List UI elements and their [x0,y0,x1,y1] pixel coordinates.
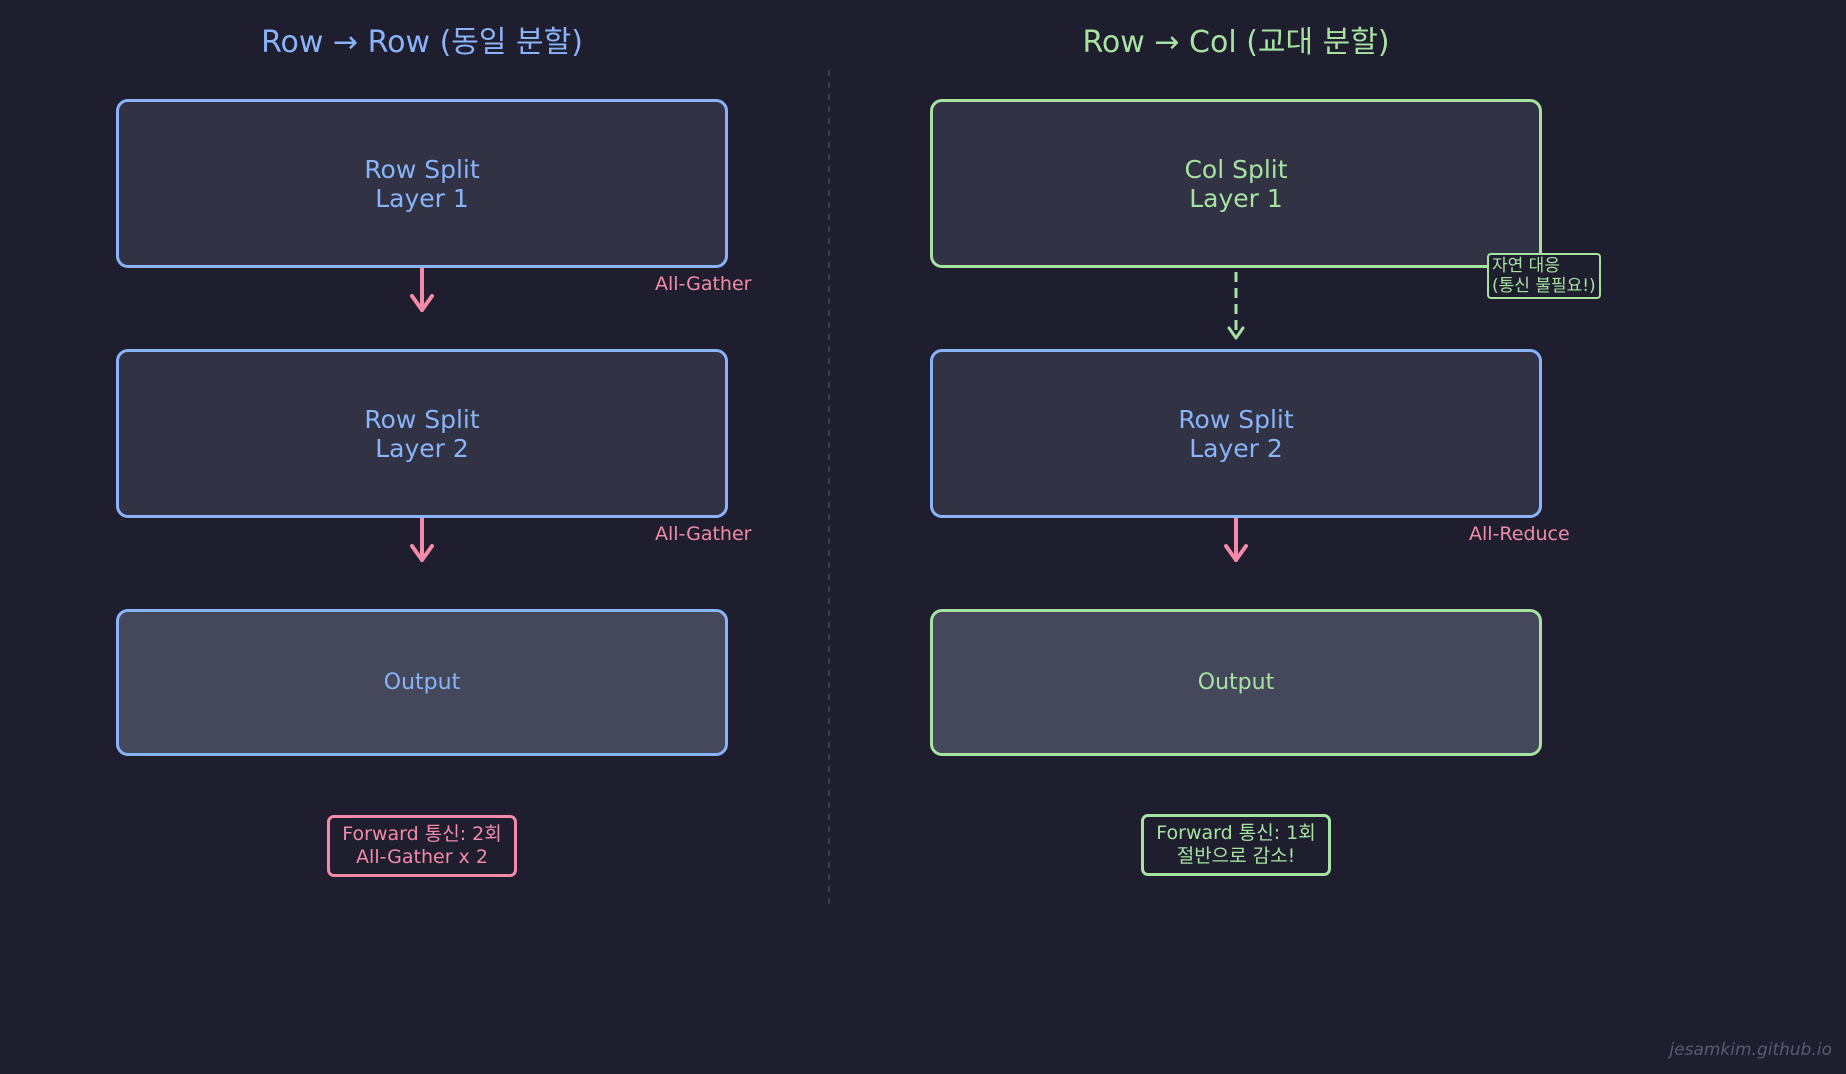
right-layer-1-line1: Col Split [1184,154,1288,184]
right-layer-2-line2: Layer 2 [1189,433,1283,463]
right-summary-line2: 절반으로 감소! [1176,845,1296,867]
right-arrow-1-head [1227,326,1245,340]
right-panel-title: Row → Col (교대 분할) [1082,25,1390,60]
right-layer-2-box: Row Split Layer 2 [930,349,1542,518]
left-summary-note: Forward 통신: 2회 All-Gather x 2 [327,815,517,877]
right-layer-1-box: Col Split Layer 1 [930,99,1542,268]
right-callout: 자연 대응 (통신 불필요!) [1487,253,1601,299]
left-comm-label-1: All-Gather [655,273,752,295]
left-output-label: Output [383,670,461,695]
left-arrow-2-head [410,544,434,562]
left-arrow-1-head [410,294,434,312]
right-summary-note: Forward 통신: 1회 절반으로 감소! [1141,814,1331,876]
right-callout-line2: (통신 불필요!) [1492,276,1596,296]
right-output-box: Output [930,609,1542,756]
right-layer-1-line2: Layer 1 [1189,183,1283,213]
left-panel-title: Row → Row (동일 분할) [261,25,583,60]
right-arrow-2-head [1224,544,1248,562]
left-layer-1-line2: Layer 1 [375,183,469,213]
left-comm-label-2: All-Gather [655,523,752,545]
right-output-label: Output [1197,670,1275,695]
right-callout-line1: 자연 대응 [1492,256,1560,276]
left-layer-2-line2: Layer 2 [375,433,469,463]
right-layer-2-line1: Row Split [1178,404,1294,434]
left-summary-line1: Forward 통신: 2회 [342,823,502,845]
left-layer-2-line1: Row Split [364,404,480,434]
right-comm-label-2: All-Reduce [1469,523,1570,545]
watermark: jesamkim.github.io [1669,1040,1832,1060]
right-summary-line1: Forward 통신: 1회 [1156,822,1316,844]
left-layer-2-box: Row Split Layer 2 [116,349,728,518]
left-output-box: Output [116,609,728,756]
left-layer-1-line1: Row Split [364,154,480,184]
left-layer-1-box: Row Split Layer 1 [116,99,728,268]
left-summary-line2: All-Gather x 2 [356,846,488,868]
